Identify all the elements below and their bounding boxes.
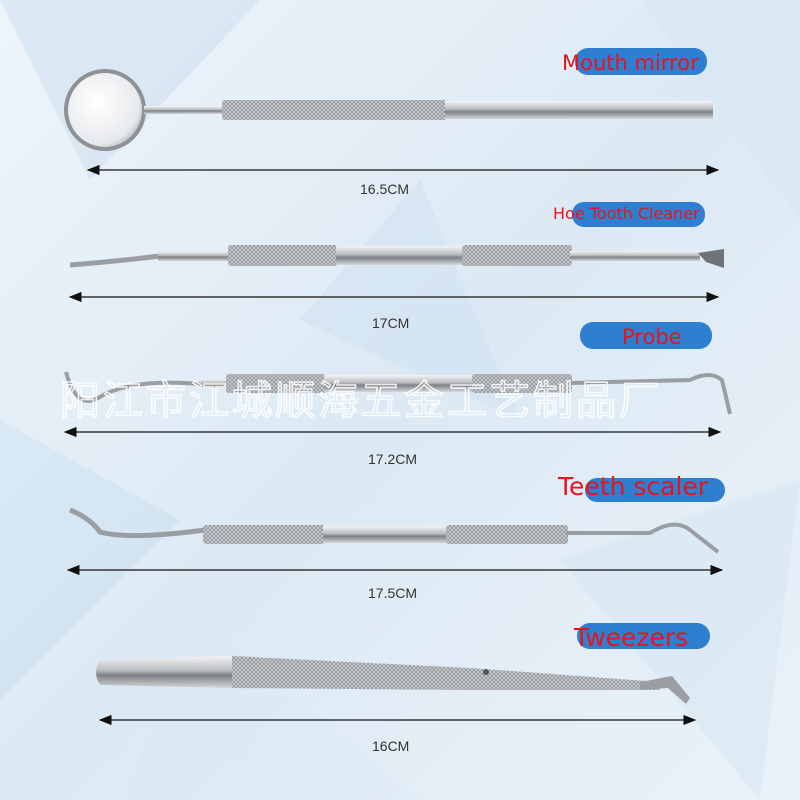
tweezers-group: Tweezers 16CM	[96, 623, 710, 754]
tool-label: Probe	[622, 325, 682, 349]
label-pill	[577, 623, 710, 649]
tool-label: Teeth scaler	[557, 472, 709, 501]
tool-length: 17.2CM	[368, 451, 417, 467]
tool-length: 16.5CM	[360, 181, 409, 197]
hoe-tooth-cleaner-image	[69, 245, 724, 268]
label-pill	[585, 478, 725, 502]
teeth-scaler-group: Teeth scaler 17.5CM	[66, 472, 725, 601]
tool-length: 16CM	[372, 738, 409, 754]
probe-group: Probe 阳江市江城顺海五金工艺制品厂 17.2CM	[59, 322, 732, 467]
tool-length: 17CM	[372, 315, 409, 331]
hoe-tooth-cleaner-group: Hoe Tooth Cleaner 17CM	[68, 202, 724, 331]
label-pill	[572, 202, 705, 227]
teeth-scaler-image	[69, 507, 720, 554]
tweezers-image	[96, 656, 690, 704]
mouth-mirror-group: Mouth mirror 16.5CM	[64, 48, 720, 197]
watermark: 阳江市江城顺海五金工艺制品厂	[60, 378, 662, 424]
tool-label: Tweezers	[573, 623, 688, 652]
tool-label: Mouth mirror	[562, 51, 699, 75]
label-pill	[580, 322, 712, 349]
tool-length: 17.5CM	[368, 585, 417, 601]
probe-image	[64, 371, 732, 415]
tool-label: Hoe Tooth Cleaner	[553, 204, 700, 223]
mouth-mirror-image	[64, 69, 713, 151]
label-pill	[575, 48, 707, 75]
